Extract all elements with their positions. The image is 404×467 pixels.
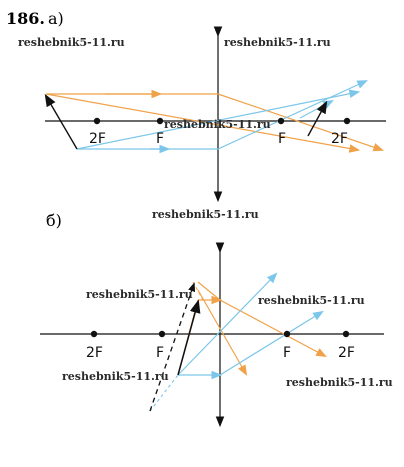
orange-ray-center-b: [197, 289, 248, 376]
watermark-6: reshebnik5-11.ru: [258, 294, 365, 307]
blue-ray-through-focus-a: [77, 80, 368, 150]
label-f-right-a: F: [278, 131, 286, 147]
blue-rays-a: [76, 80, 368, 154]
label-2f-right-b: 2F: [338, 345, 355, 361]
virtual-image-arrow-b: [149, 282, 196, 412]
watermark-3: reshebnik5-11.ru: [164, 118, 271, 131]
focal-point-f-right-b: [283, 330, 291, 338]
blue-ray-center-a: [76, 89, 361, 150]
part-a-label: а): [48, 9, 64, 28]
label-2f-right-a: 2F: [331, 131, 348, 147]
orange-ray-refracted-a: [217, 93, 385, 152]
orange-ray-center-a: [45, 93, 361, 153]
watermark-2: reshebnik5-11.ru: [224, 36, 331, 49]
object-arrow-a: [44, 93, 78, 150]
blue-ray-center-b: [177, 272, 278, 376]
focal-point-f-left-b: [158, 330, 166, 338]
object-arrow-b: [177, 299, 201, 376]
watermark-8: reshebnik5-11.ru: [286, 376, 393, 389]
label-2f-left-a: 2F: [89, 131, 106, 147]
focal-point-f-right-a: [277, 117, 285, 125]
focal-point-2f-right-b: [342, 330, 350, 338]
watermark-4: reshebnik5-11.ru: [152, 208, 259, 221]
watermark-7: reshebnik5-11.ru: [62, 370, 169, 383]
blue-ray-dashed-b: [149, 374, 179, 412]
image-arrow-a: [307, 100, 328, 137]
focal-point-2f-right-a: [343, 117, 351, 125]
blue-ray-refracted-b: [219, 310, 324, 376]
orange-rays-a: [45, 89, 385, 153]
label-f-left-b: F: [156, 345, 164, 361]
label-2f-left-b: 2F: [86, 345, 103, 361]
label-f-left-a: F: [156, 131, 164, 147]
focal-point-f-left-a: [156, 117, 164, 125]
watermark-5: reshebnik5-11.ru: [86, 288, 193, 301]
focal-point-2f-left-b: [90, 330, 98, 338]
focal-point-2f-left-a: [93, 117, 101, 125]
part-b-label: б): [46, 211, 62, 230]
watermarks: reshebnik5-11.ru reshebnik5-11.ru resheb…: [18, 36, 393, 389]
watermark-1: reshebnik5-11.ru: [18, 36, 125, 49]
blue-rays-b: [149, 272, 324, 412]
diagram-b: 2F F F 2F: [40, 242, 384, 428]
label-f-right-b: F: [283, 345, 291, 361]
problem-number: 186.: [6, 9, 45, 28]
diagram-a: 2F F F 2F: [44, 26, 386, 203]
